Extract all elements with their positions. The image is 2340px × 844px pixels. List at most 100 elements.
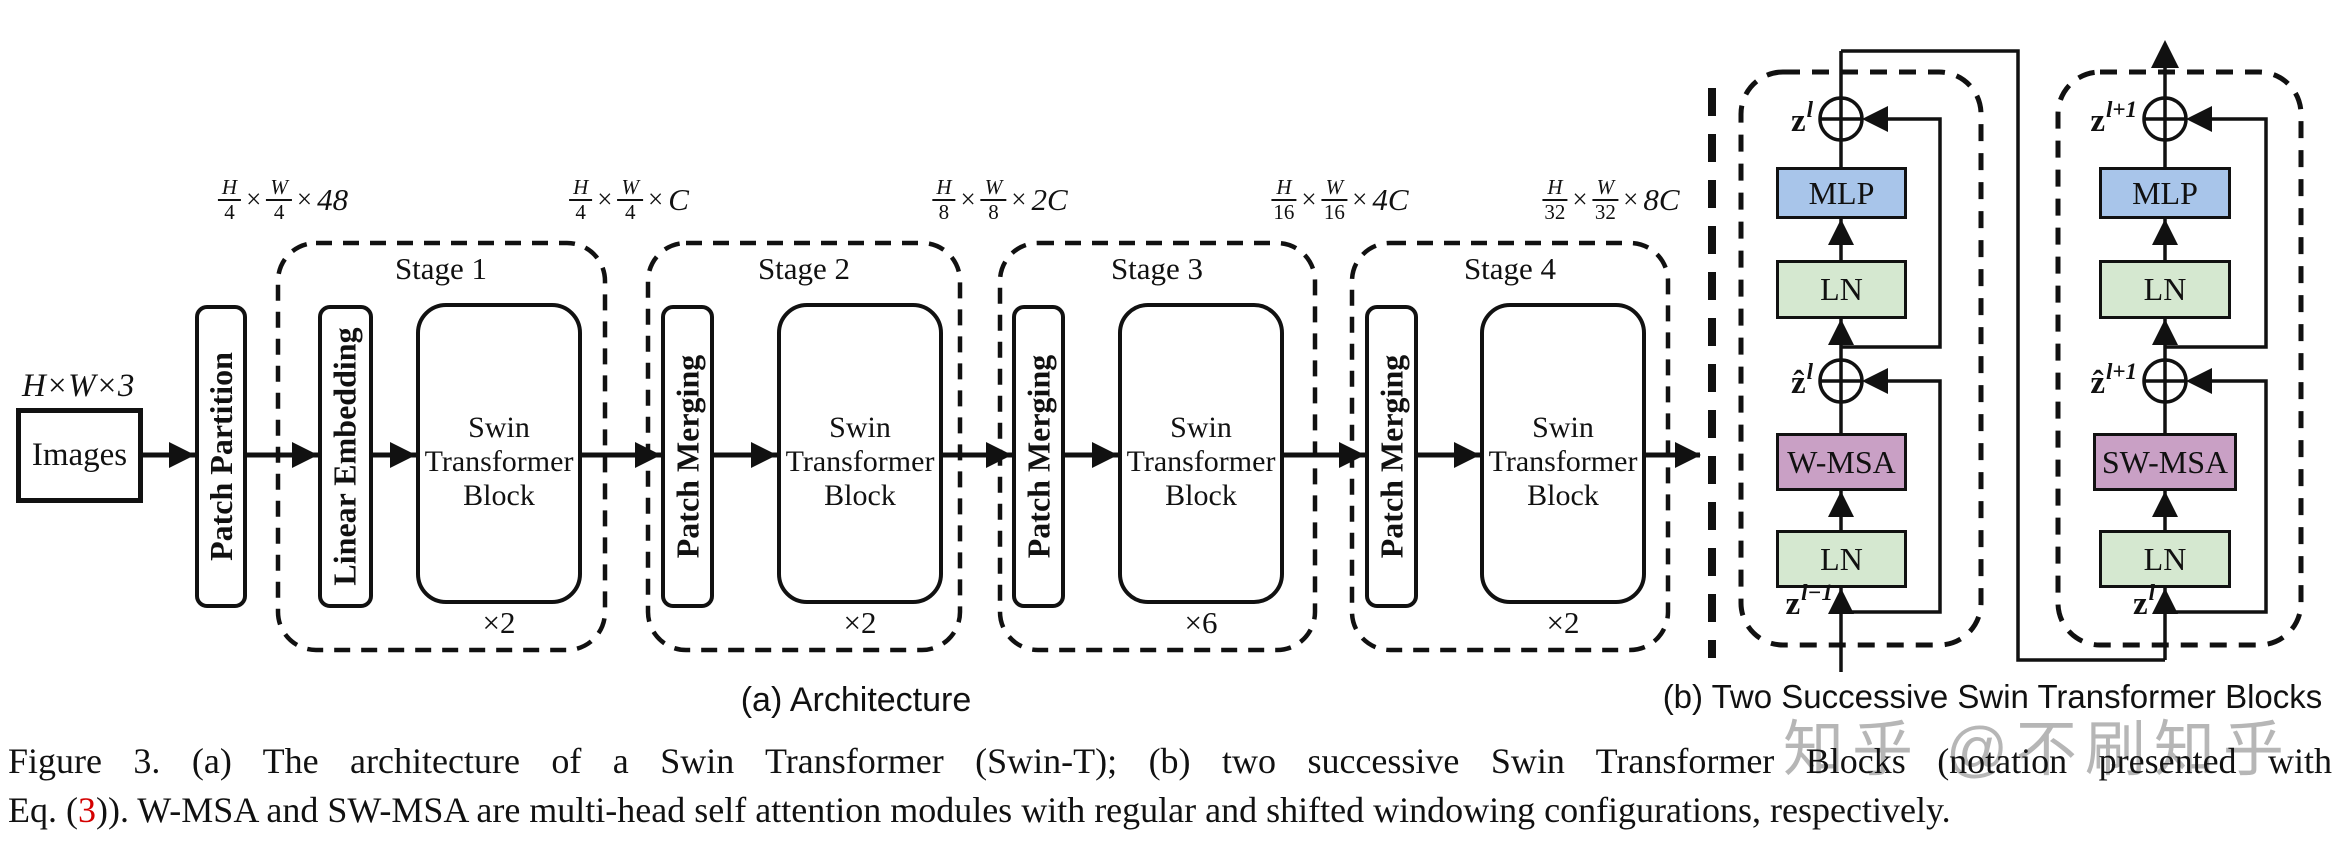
z-label-block1-in: zl−1 [1681,580,1833,623]
caption-line2-prefix: Eq. ( [8,790,78,830]
times-sign: × [296,184,313,215]
stage4-mult-label: ×2 [1546,605,1580,640]
patch-merging-label: Patch Merging [669,354,705,559]
block2-arrowheads [2151,40,2212,614]
frac-den: 4 [624,199,636,224]
stage1-mult-label: ×2 [482,605,516,640]
swin-block-stage1: Swin Transformer Block [416,303,582,604]
times-sign: × [597,184,613,215]
stage3-label: Stage 3 [1110,251,1204,286]
images-box-label: Images [31,437,128,473]
frac-num: H [217,176,242,201]
times-sign: × [1301,184,1317,215]
z-base: z [2090,103,2105,139]
stage2-label: Stage 2 [757,251,851,286]
z-label-block1-out: zl [1661,97,1813,140]
block2-add-circles [2142,96,2188,404]
patch-merging-box-stage2: Patch Merging [661,305,714,608]
z-label-block2-in: zl [2003,580,2155,623]
block1-add-circles [1818,96,1864,404]
linear-embedding-label: Linear Embedding [327,327,364,586]
stage4-dashed-box [1349,240,1671,653]
z-sup: l+1 [2106,359,2137,384]
z-base: ẑ [2090,365,2105,401]
dim-tail: 48 [317,181,349,217]
dim-tail: 8C [1643,181,1680,217]
swin-block-stage2: Swin Transformer Block [777,303,943,604]
frac-den: 32 [1544,199,1566,224]
z-sup: l+1 [2106,97,2137,122]
frac-num: W [1321,176,1348,201]
z-label-block2-mid: ẑl+1 [1985,359,2137,402]
patch-partition-box: Patch Partition [195,305,247,608]
z-sup: l−1 [1801,580,1833,605]
dim-tail: C [668,181,689,217]
frac-den: 8 [988,199,999,224]
block1-residual-upper [1841,117,1942,349]
frac-den: 32 [1594,199,1616,224]
patch-merging-box-stage4: Patch Merging [1365,305,1418,608]
frac-num: W [980,176,1007,201]
patch-partition-label: Patch Partition [202,352,239,561]
frac-num: W [1592,176,1619,201]
z-base: ẑ [1790,365,1806,401]
times-sign: × [1572,184,1588,215]
dim-tail: 4C [1372,181,1409,217]
zhihu-watermark: 知乎 @不刷知乎 [1783,715,2292,783]
stage3-dashed-box [997,240,1318,653]
dim-tail: 2C [1031,181,1068,217]
swin-block-stage3: Swin Transformer Block [1118,303,1284,604]
patch-merging-label: Patch Merging [1373,354,1409,559]
frac-num: H [932,176,956,201]
z-base: z [2132,586,2148,622]
panel-a-caption: (a) Architecture [740,681,972,719]
times-sign: × [960,184,976,215]
input-dim-label: H×W×3 [22,368,135,404]
times-sign: × [1352,184,1368,215]
block2-dashed-box [2055,69,2304,648]
block1-dashed-box [1738,69,1984,648]
caption-line2-suffix: )). W-MSA and SW-MSA are multi-head self… [95,790,1951,830]
stage1-label: Stage 1 [394,251,488,286]
frac-num: W [617,176,643,201]
block-connector [1841,49,2165,662]
frac-den: 8 [938,199,950,224]
stage4-label: Stage 4 [1463,251,1557,286]
panel-b-caption: (b) Two Successive Swin Transformer Bloc… [1662,678,2323,715]
block1-arrowheads [1828,106,1888,614]
block2-residual-upper [2165,117,2268,349]
w-msa-box: W-MSA [1776,433,1907,491]
equation-ref-link[interactable]: 3 [77,790,96,830]
ln-box-block2-lower: LN [2099,530,2231,588]
block2-residual-lower [2165,379,2268,614]
swin-block-stage4: Swin Transformer Block [1480,303,1646,604]
z-label-block1-mid: ẑl [1661,359,1813,402]
stage2-dashed-box [645,240,963,653]
patch-merging-label: Patch Merging [1020,354,1056,559]
frac-den: 16 [1323,199,1345,224]
stage2-mult-label: ×2 [843,605,877,640]
block1-residual-lower [1841,379,1942,614]
ln-box-block1-lower: LN [1776,530,1907,588]
times-sign: × [1011,184,1027,215]
times-sign: × [1623,184,1639,215]
stage3-mult-label: ×6 [1184,605,1218,640]
flow-arrowheads [169,442,1701,468]
ln-box-block1-upper: LN [1776,260,1907,319]
ln-box-block2-upper: LN [2099,260,2231,319]
frac-num: H [569,176,593,201]
mlp-box-block2: MLP [2099,167,2231,219]
z-base: z [1790,103,1806,139]
frac-den: 4 [273,199,285,224]
z-sup: l [1806,97,1813,122]
frac-num: W [266,176,292,201]
times-sign: × [647,184,664,215]
mlp-box-block1: MLP [1776,167,1907,219]
frac-den: 4 [224,199,235,224]
